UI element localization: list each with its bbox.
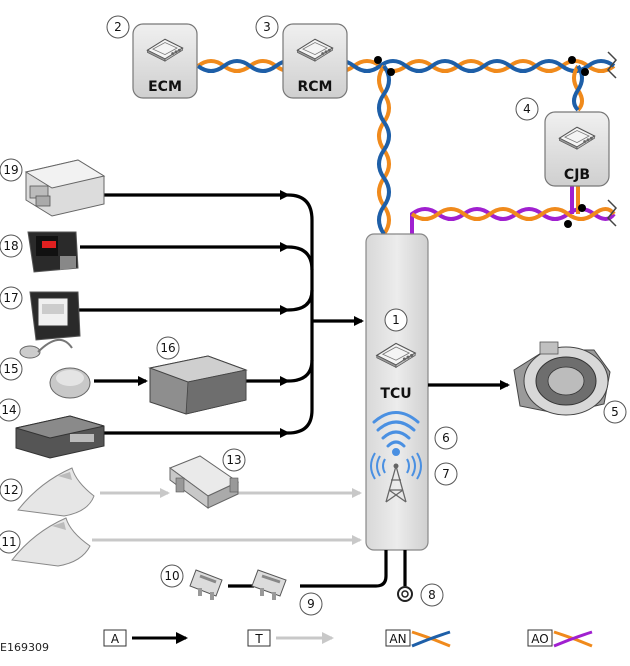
antenna-feeds — [92, 488, 362, 545]
svg-text:T: T — [254, 632, 263, 646]
svg-text:17: 17 — [3, 291, 18, 305]
svg-text:16: 16 — [160, 341, 175, 355]
can-bus-network — [196, 51, 618, 236]
can-bus-purple — [410, 186, 618, 234]
svg-text:19: 19 — [3, 163, 18, 177]
antenna-12 — [17, 467, 95, 517]
cjb-module: CJB — [544, 111, 610, 187]
rcm-module: RCM — [282, 23, 348, 99]
callout-12: 12 — [0, 478, 23, 502]
callout-4: 4 — [515, 97, 539, 121]
assist-switch-17 — [29, 291, 81, 341]
callouts: 1 2 3 4 5 6 7 8 9 10 11 12 13 14 15 16 1… — [0, 15, 627, 616]
callout-14: 14 — [0, 398, 21, 422]
callout-13: 13 — [222, 448, 246, 472]
svg-text:6: 6 — [442, 431, 450, 445]
cjb-label: CJB — [564, 167, 590, 183]
svg-text:7: 7 — [442, 467, 450, 481]
callout-10: 10 — [160, 564, 184, 588]
callout-7: 7 — [434, 462, 458, 486]
callout-19: 19 — [0, 158, 23, 182]
legend-item-a: A — [103, 629, 188, 647]
svg-text:AN: AN — [389, 632, 406, 646]
ecm-module: ECM — [132, 23, 198, 99]
fuse-icon — [251, 569, 287, 600]
speaker-icon — [513, 341, 611, 416]
amplifier-13 — [168, 455, 240, 509]
svg-text:9: 9 — [307, 597, 315, 611]
microphone-15 — [19, 339, 91, 399]
svg-text:4: 4 — [523, 102, 531, 116]
svg-text:5: 5 — [611, 405, 619, 419]
wifi-signal-icon — [372, 411, 420, 456]
module-14 — [15, 415, 105, 459]
fuse-icon — [189, 569, 223, 600]
tcu-label: TCU — [380, 386, 411, 402]
svg-text:10: 10 — [164, 569, 179, 583]
callout-18: 18 — [0, 234, 23, 258]
cell-tower-icon — [370, 452, 422, 503]
svg-text:2: 2 — [114, 20, 122, 34]
legend-item-t: T — [247, 629, 334, 647]
callout-17: 17 — [0, 286, 23, 310]
tcu-module: TCU — [365, 233, 429, 551]
callout-6: 6 — [434, 426, 458, 450]
callout-16: 16 — [156, 336, 180, 360]
legend: A T AN AO — [103, 629, 593, 648]
svg-text:13: 13 — [226, 453, 241, 467]
antenna-11 — [11, 517, 91, 567]
sos-switch-18 — [27, 231, 79, 273]
svg-text:AO: AO — [531, 632, 548, 646]
ground-icon — [397, 586, 413, 602]
callout-5: 5 — [603, 400, 627, 424]
svg-text:1: 1 — [392, 313, 400, 327]
svg-text:11: 11 — [1, 535, 16, 549]
callout-15: 15 — [0, 357, 23, 381]
callout-1: 1 — [384, 308, 408, 332]
svg-text:8: 8 — [428, 588, 436, 602]
svg-text:15: 15 — [3, 362, 18, 376]
hardwire-inputs — [70, 190, 510, 588]
svg-text:14: 14 — [1, 403, 16, 417]
ecm-label: ECM — [148, 79, 182, 95]
callout-2: 2 — [106, 15, 130, 39]
svg-text:A: A — [111, 632, 120, 646]
callout-11: 11 — [0, 530, 21, 554]
callout-8: 8 — [420, 583, 444, 607]
svg-text:3: 3 — [263, 20, 271, 34]
callout-3: 3 — [255, 15, 279, 39]
figure-id: E169309 — [0, 641, 49, 654]
svg-text:12: 12 — [3, 483, 18, 497]
legend-item-an: AN — [385, 629, 451, 648]
module-box-16 — [148, 355, 248, 415]
rcm-label: RCM — [298, 79, 333, 95]
legend-item-ao: AO — [527, 629, 593, 648]
callout-9: 9 — [299, 592, 323, 616]
control-module-19 — [24, 159, 106, 217]
svg-text:18: 18 — [3, 239, 18, 253]
